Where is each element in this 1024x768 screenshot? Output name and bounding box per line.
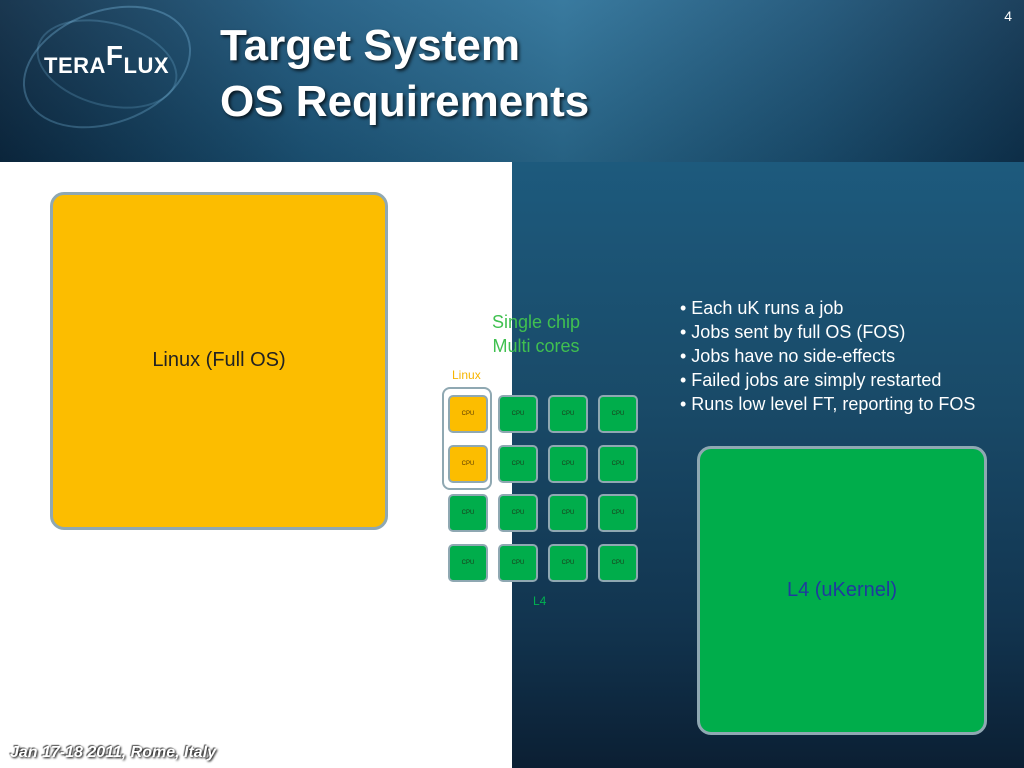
linux-full-os-label: Linux (Full OS) <box>152 349 286 371</box>
cpu-core: CPU <box>598 544 638 582</box>
cpu-core: CPU <box>598 494 638 532</box>
cpu-core: CPU <box>448 395 488 433</box>
slide-title-line1: Target System <box>220 21 520 70</box>
cpu-core: CPU <box>448 544 488 582</box>
chip-label-line2: Multi cores <box>492 336 580 356</box>
cpu-core: CPU <box>498 494 538 532</box>
cpu-core: CPU <box>548 395 588 433</box>
bullet-item: • Failed jobs are simply restarted <box>680 370 942 390</box>
slide-header: TERAFLUX Target System OS Requirements 4 <box>0 0 1024 162</box>
chip-label-line1: Single chip <box>491 312 581 332</box>
bullet-list: • Each uK runs a job • Jobs sent by full… <box>680 296 975 416</box>
bullet-item: • Runs low level FT, reporting to FOS <box>680 394 976 414</box>
cpu-core: CPU <box>498 544 538 582</box>
chip-l4-label: L4 <box>533 594 547 608</box>
cpu-core: CPU <box>598 445 638 483</box>
cpu-core: CPU <box>548 544 588 582</box>
cpu-core: CPU <box>598 395 638 433</box>
linux-cpu-group-outline <box>442 387 492 490</box>
footer-date-location: Jan 17-18 2011, Rome, Italy <box>10 744 217 761</box>
l4-ukernel-label: L4 (uKernel) <box>786 579 898 601</box>
chip-linux-label: Linux <box>452 368 481 382</box>
teraflux-logo: TERAFLUX <box>44 40 169 78</box>
cpu-core: CPU <box>448 494 488 532</box>
cpu-core: CPU <box>548 445 588 483</box>
cpu-core: CPU <box>498 395 538 433</box>
chip-description: Single chip Multi cores <box>466 310 606 358</box>
cpu-core: CPU <box>548 494 588 532</box>
bullet-item: • Jobs have no side-effects <box>680 346 896 366</box>
slide-title: Target System OS Requirements <box>220 18 589 130</box>
linux-full-os-box: Linux (Full OS) <box>50 192 388 530</box>
cpu-core: CPU <box>498 445 538 483</box>
slide-number: 4 <box>1004 8 1012 24</box>
bullet-item: • Jobs sent by full OS (FOS) <box>680 322 906 342</box>
bullet-item: • Each uK runs a job <box>680 298 844 318</box>
slide-title-line2: OS Requirements <box>220 77 590 126</box>
cpu-core: CPU <box>448 445 488 483</box>
l4-ukernel-box: L4 (uKernel) <box>697 446 987 735</box>
